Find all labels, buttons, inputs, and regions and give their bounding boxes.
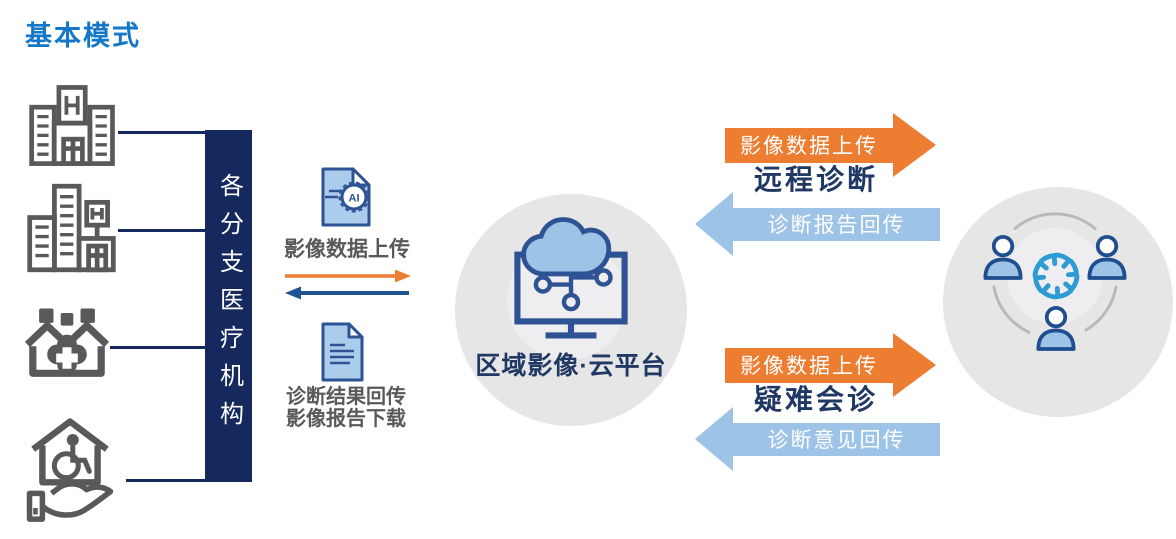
- community-health-icon: [22, 306, 112, 388]
- expert-person-icon: [1087, 234, 1127, 280]
- care-home-icon: [24, 412, 116, 530]
- left-arrowhead: [695, 407, 733, 471]
- downstream-arrow-label: 诊断报告回传: [733, 207, 940, 241]
- experts-arc-decoration: [992, 212, 1118, 334]
- branch-connector-line: [126, 479, 205, 482]
- flow-title-remote-diagnosis: 远程诊断: [753, 164, 878, 195]
- hospital-icon: [26, 84, 120, 173]
- consultation-upstream-arrow: 影像数据上传: [725, 333, 936, 397]
- report-document-icon: [318, 322, 366, 387]
- remote-diagnosis-downstream-arrow: 诊断报告回传: [695, 192, 940, 256]
- branch-connector-line: [110, 346, 205, 349]
- branch-bar-label: 各分支医疗机构: [215, 173, 243, 439]
- flow-title-consultation: 疑难会诊: [753, 384, 878, 415]
- return-label: 诊断结果回传 影像报告下载: [276, 386, 416, 430]
- branch-bar: 各分支医疗机构: [205, 130, 252, 482]
- svg-text:AI: AI: [349, 193, 360, 205]
- expert-person-icon: [1036, 305, 1076, 351]
- upstream-arrow-label: 影像数据上传: [725, 347, 893, 383]
- ai-report-document-icon: AI: [317, 166, 375, 233]
- right-arrowhead: [893, 113, 936, 177]
- cloud-monitor-icon: [496, 216, 646, 351]
- upload-label: 影像数据上传: [284, 238, 410, 261]
- page-title: 基本模式: [25, 21, 141, 51]
- platform-label: 区域影像·云平台: [475, 352, 667, 380]
- left-arrowhead: [695, 192, 733, 256]
- branch-connector-line: [118, 131, 205, 134]
- collaboration-ring-icon: [1032, 252, 1080, 300]
- right-arrowhead: [893, 333, 936, 397]
- upstream-arrow-label: 影像数据上传: [725, 127, 893, 163]
- branch-connector-line: [118, 229, 205, 232]
- consultation-downstream-arrow: 诊断意见回传: [695, 407, 940, 471]
- return-arrow-icon: [283, 285, 411, 306]
- upload-arrow-icon: [285, 268, 413, 289]
- branch-hospital-icon: [24, 183, 119, 278]
- downstream-arrow-label: 诊断意见回传: [733, 422, 940, 456]
- remote-diagnosis-upstream-arrow: 影像数据上传: [725, 113, 936, 177]
- return-label-line1: 诊断结果回传: [286, 386, 406, 408]
- expert-person-icon: [983, 234, 1023, 280]
- platform-circle: 区域影像·云平台: [455, 194, 687, 426]
- experts-circle: [943, 187, 1173, 417]
- return-label-line2: 影像报告下载: [286, 408, 406, 430]
